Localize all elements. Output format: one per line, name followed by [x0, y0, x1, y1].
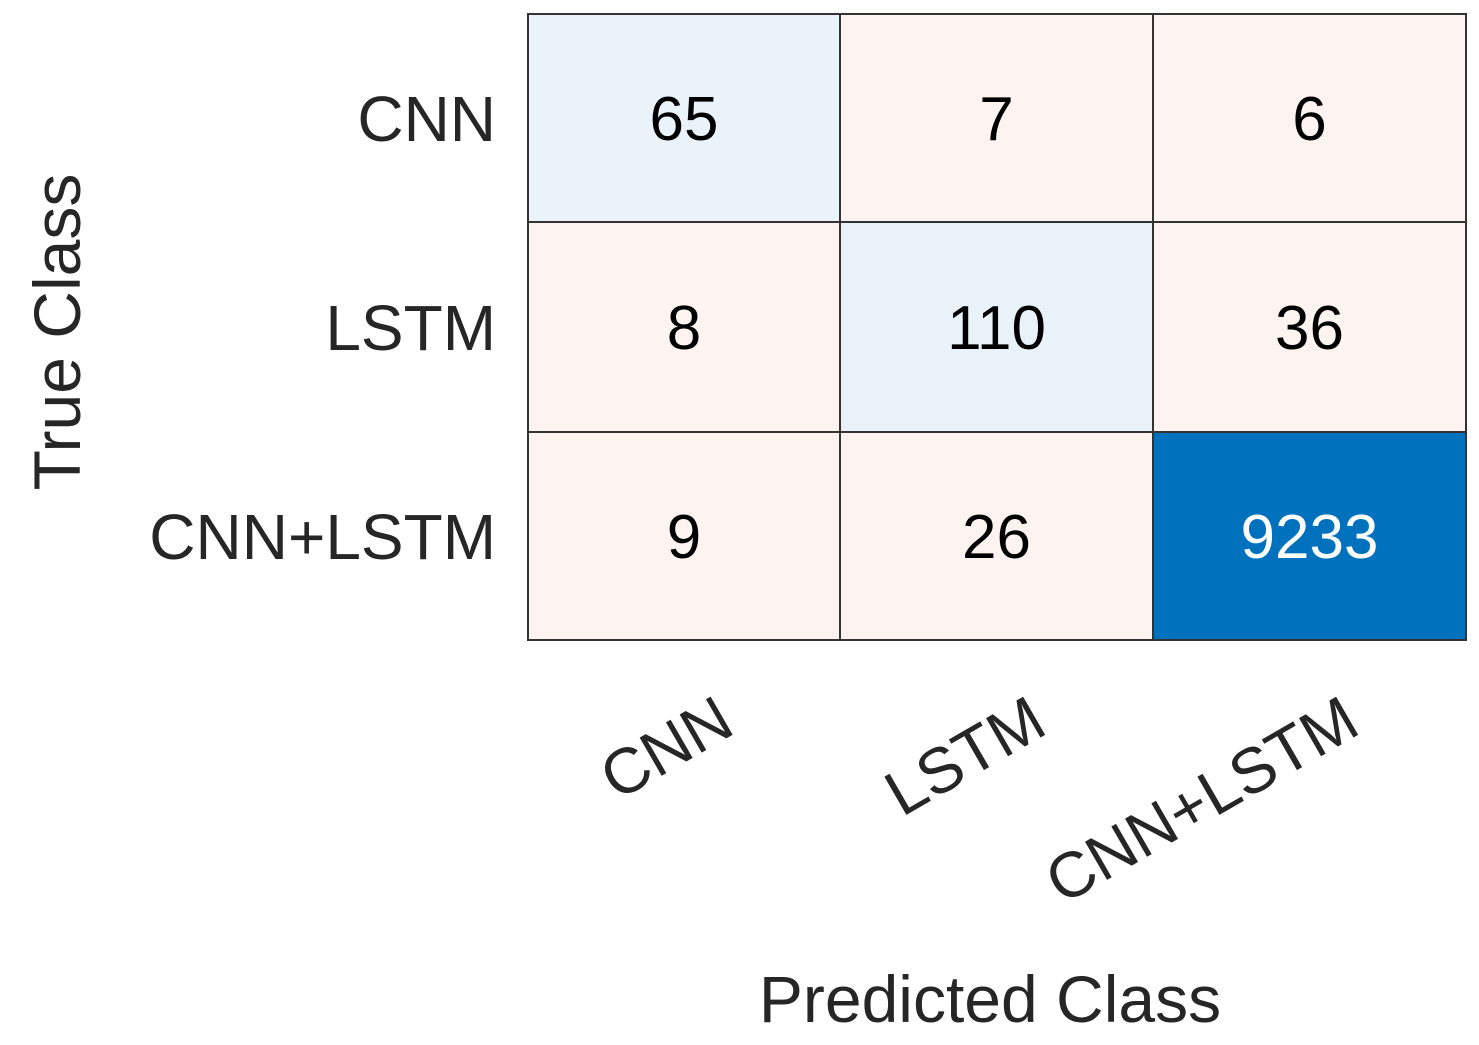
cell-value-label: 36 [1275, 294, 1344, 363]
y-tick-label: CNN [357, 83, 496, 155]
y-tick-label: CNN+LSTM [149, 501, 496, 573]
matrix-cell [1152, 221, 1467, 433]
matrix-cell [1152, 431, 1467, 641]
matrix-cell [527, 431, 841, 641]
cell-value-label: 8 [667, 294, 701, 363]
matrix-cell [527, 221, 841, 433]
x-tick-label: LSTM [873, 682, 1057, 830]
matrix-cell [527, 13, 841, 223]
cell-value-label: 65 [650, 85, 719, 154]
cell-value-label: 9233 [1241, 503, 1379, 572]
cell-value-label: 9 [667, 503, 701, 572]
x-tick-label: CNN+LSTM [1033, 682, 1369, 918]
matrix-cell [839, 13, 1154, 223]
x-tick-label: CNN [588, 682, 744, 814]
cell-value-label: 26 [962, 503, 1031, 572]
matrix-cell [1152, 13, 1467, 223]
cell-value-label: 6 [1292, 85, 1326, 154]
cell-value-label: 7 [979, 85, 1013, 154]
y-tick-labels: CNN LSTM CNN+LSTM [149, 83, 496, 573]
matrix-cell [839, 431, 1154, 641]
matrix-cells: 65 7 6 8 110 36 9 26 9233 [527, 13, 1467, 641]
matrix-cell [839, 221, 1154, 433]
y-tick-label: LSTM [325, 292, 496, 364]
y-axis-label: True Class [20, 174, 94, 491]
cell-value-label: 110 [947, 294, 1046, 363]
x-axis-label: Predicted Class [759, 962, 1221, 1036]
